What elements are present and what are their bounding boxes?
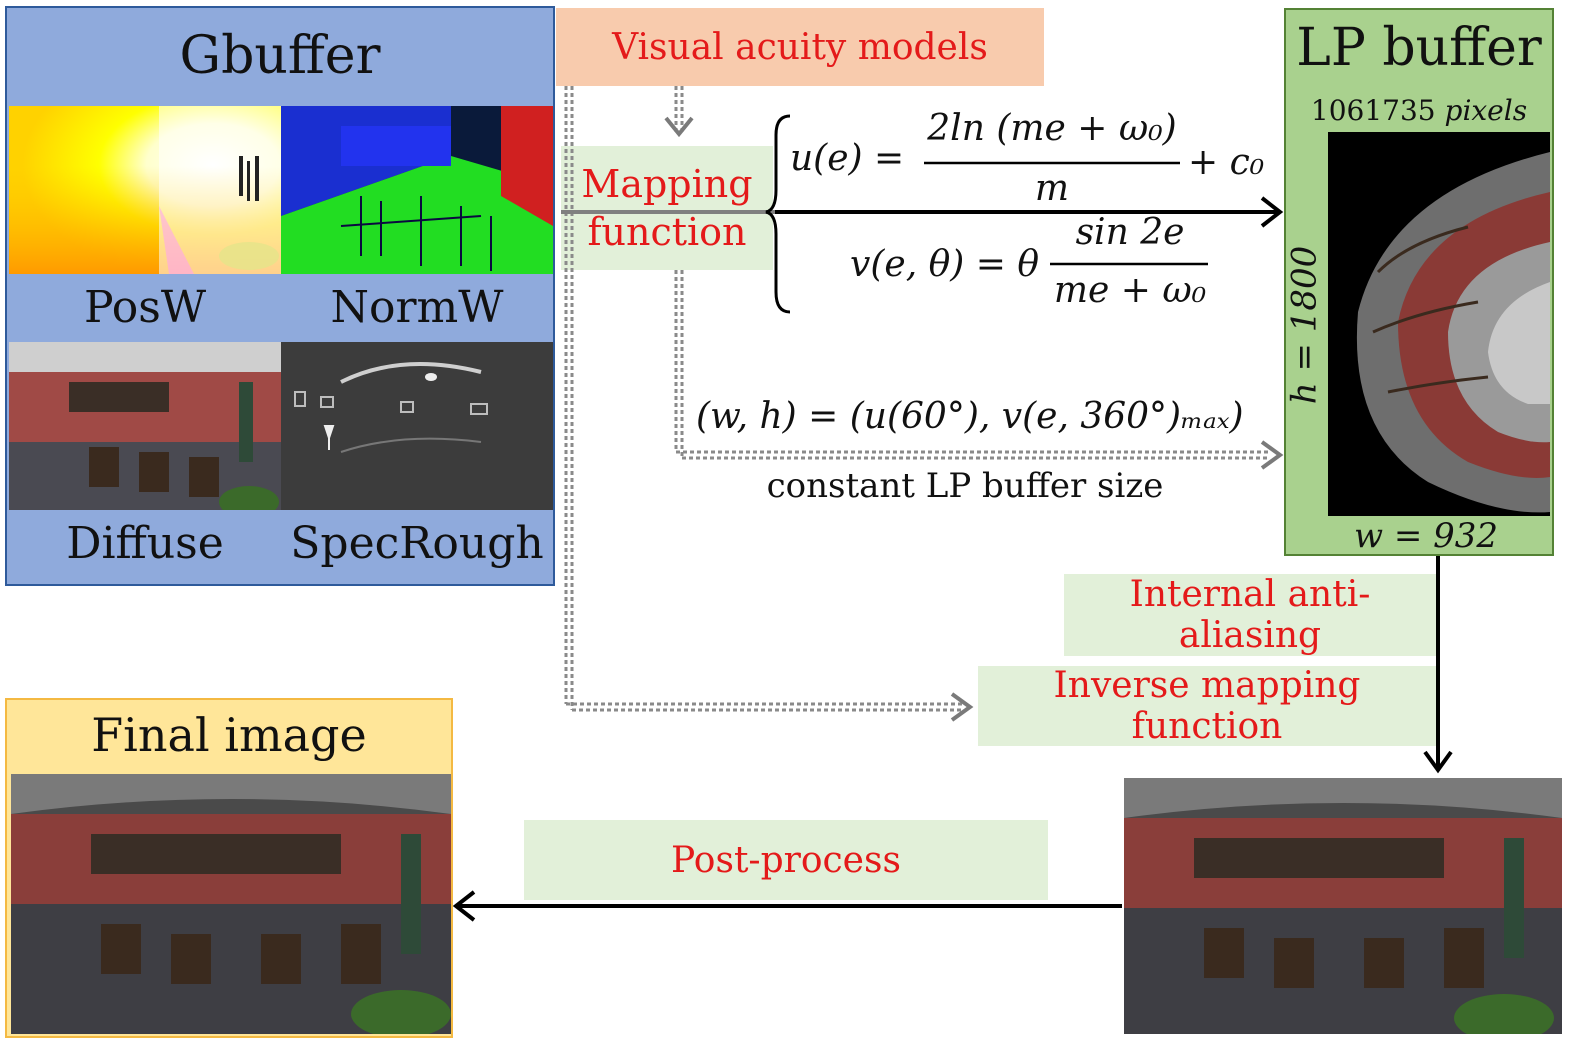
diffuse-label: Diffuse (66, 517, 224, 569)
post-process-box: Post-process (524, 820, 1048, 900)
normw-image (281, 106, 553, 274)
lp-height-label: h = 1800 (1284, 245, 1324, 405)
gbuffer-panel: Gbuffer (5, 6, 555, 586)
lp-pixels-unit: pixels (1444, 94, 1528, 127)
mapping-label-line2: function (587, 210, 747, 254)
gbuffer-title: Gbuffer (179, 26, 381, 86)
posw-label: PosW (83, 281, 207, 333)
buffer-size-note: constant LP buffer size (766, 466, 1164, 506)
lp-width-label: w = 932 (1353, 516, 1499, 556)
u-eq-lhs: u(e) = (790, 138, 905, 179)
v-eq-denominator: me + ω₀ (1053, 270, 1207, 311)
v-eq-numerator: sin 2e (1075, 212, 1185, 253)
u-eq-denominator: m (1034, 168, 1070, 209)
final-image-title: Final image (91, 708, 367, 762)
final-image (11, 774, 451, 1038)
u-eq-tail: + c₀ (1188, 142, 1265, 183)
inverse-mapping-box: Inverse mapping function (978, 665, 1436, 747)
reconstructed-image (1124, 778, 1562, 1042)
internal-antialiasing-box: Internal anti-aliasing (1064, 574, 1436, 656)
lp-buffer-pixels: 1061735 pixels (1286, 94, 1552, 127)
lp-buffer-title: LP buffer (1296, 18, 1542, 78)
v-eq-lhs: v(e, θ) = θ (850, 244, 1040, 285)
buffer-size-equation: (w, h) = (u(60°), v(e, 360°)ₘₐₓ) (696, 396, 1244, 437)
final-image-panel: Final image (5, 698, 453, 1038)
mapping-function-box: Mapping function (561, 146, 773, 270)
lp-height-label-wrap: h = 1800 (1284, 130, 1324, 520)
mapping-label-line1: Mapping (581, 162, 753, 206)
visual-acuity-models-box: Visual acuity models (556, 8, 1044, 86)
posw-image (9, 106, 281, 274)
specrough-label: SpecRough (290, 517, 544, 569)
lp-pixels-value: 1061735 (1310, 94, 1436, 127)
diffuse-image (9, 342, 281, 510)
normw-label: NormW (330, 281, 504, 333)
specrough-image (281, 342, 553, 510)
lp-buffer-panel: LP buffer 1061735 pixels h = 1800 w = 93… (1284, 8, 1554, 556)
lp-buffer-image (1328, 132, 1550, 516)
u-eq-numerator: 2ln (me + ω₀) (927, 108, 1177, 149)
